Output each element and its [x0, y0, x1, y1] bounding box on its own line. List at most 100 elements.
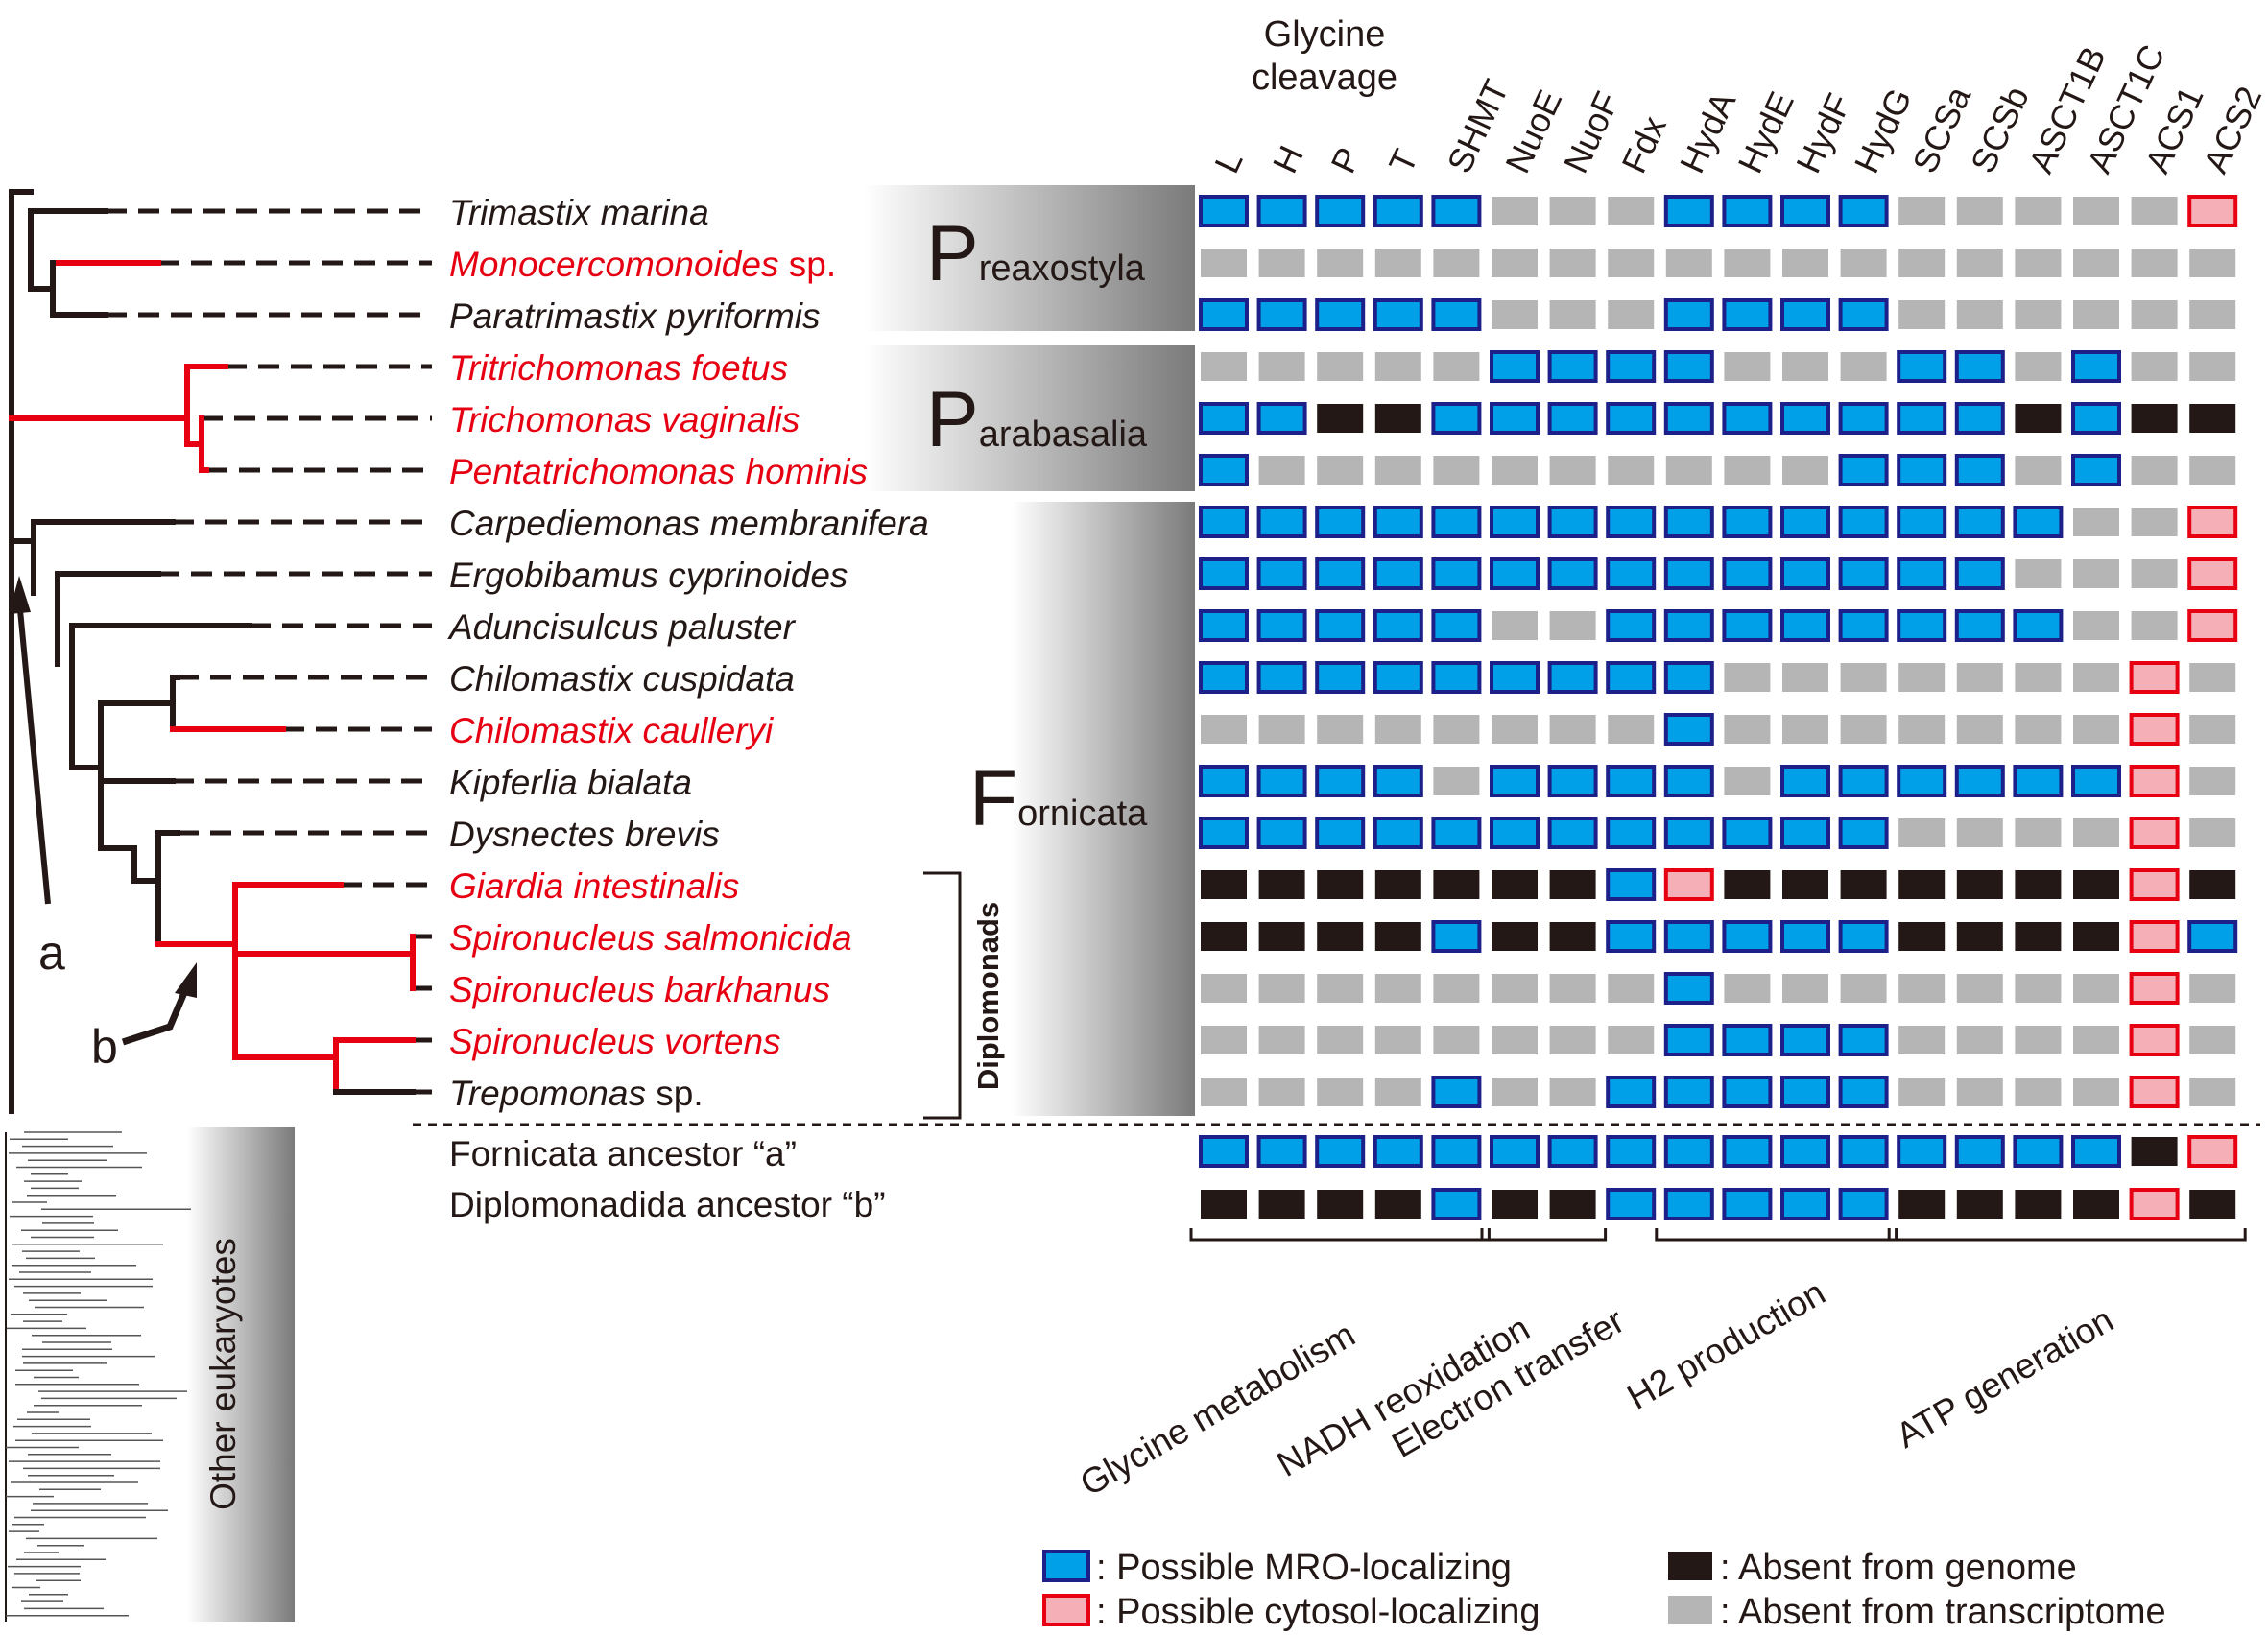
cell-r19-ASCT1C	[2073, 1190, 2119, 1219]
cell-r7-T	[1373, 557, 1423, 590]
cell-r8-ACS1	[2131, 611, 2178, 640]
cell-r14-ACS1	[2129, 920, 2180, 953]
cell-r16-H	[1258, 1026, 1305, 1054]
cell-r1-H	[1258, 249, 1305, 277]
cell-r18-HydF	[1780, 1135, 1830, 1168]
cell-r0-HydF	[1780, 195, 1830, 227]
cell-r17-Fdx	[1606, 1076, 1657, 1108]
cell-r16-HydG	[1838, 1024, 1889, 1056]
cell-r7-HydG	[1838, 557, 1889, 590]
cell-r12-P	[1315, 817, 1366, 849]
cell-r17-L	[1201, 1078, 1247, 1106]
cell-r1-T	[1374, 249, 1421, 277]
cell-r15-ASCT1C	[2073, 974, 2119, 1003]
cell-r12-HydA	[1663, 817, 1714, 849]
cell-r12-SCSa	[1898, 818, 1946, 847]
cell-r1-ASCT1B	[2015, 249, 2062, 277]
cell-r10-ACS1	[2129, 713, 2180, 746]
cell-r16-ASCT1B	[2015, 1026, 2062, 1054]
cell-r11-ASCT1C	[2071, 765, 2121, 797]
clade-preaxostyla: Preaxostyla	[926, 210, 1146, 297]
taxon-label: Trichomonas vaginalis	[449, 400, 800, 439]
cell-r11-L	[1199, 765, 1249, 797]
cell-r4-ASCT1B	[2015, 404, 2062, 433]
cell-r7-ASCT1B	[2015, 559, 2062, 588]
cell-r18-ACS2	[2187, 1135, 2238, 1168]
cell-r18-T	[1373, 1135, 1423, 1168]
cell-r3-ACS1	[2131, 352, 2178, 381]
cell-r6-HydG	[1838, 506, 1889, 538]
cell-r18-NuoE	[1490, 1135, 1540, 1168]
cell-r10-SCSa	[1898, 715, 1946, 744]
cell-r13-HydF	[1782, 870, 1828, 899]
cell-r0-SCSb	[1956, 197, 2003, 225]
cell-r11-NuoF	[1547, 765, 1598, 797]
cell-r2-SCSa	[1898, 300, 1946, 329]
cell-r17-HydF	[1780, 1076, 1830, 1108]
cell-r9-NuoF	[1547, 661, 1598, 694]
cell-r0-P	[1315, 195, 1366, 227]
gene-label-l: L	[1206, 145, 1251, 178]
cell-r8-Fdx	[1606, 609, 1657, 642]
cell-r11-H	[1256, 765, 1307, 797]
gene-label-p: P	[1323, 141, 1368, 178]
cell-r9-HydE	[1724, 663, 1771, 692]
cell-r18-SHMT	[1431, 1135, 1482, 1168]
cell-r14-SCSb	[1956, 922, 2003, 951]
category-bracket	[1189, 1228, 1491, 1242]
cell-r19-H	[1258, 1190, 1305, 1219]
cell-r17-HydE	[1722, 1076, 1773, 1108]
cell-r5-ASCT1C	[2071, 454, 2121, 486]
cell-r8-L	[1199, 609, 1249, 642]
cell-r16-NuoE	[1492, 1026, 1538, 1054]
cell-r6-ACS2	[2187, 506, 2238, 538]
cell-r5-H	[1258, 456, 1305, 485]
cell-r3-L	[1201, 352, 1247, 381]
node-b-arrowhead	[175, 962, 197, 998]
cell-r14-ACS2	[2187, 920, 2238, 953]
cell-r12-ASCT1B	[2015, 818, 2062, 847]
cell-r9-ASCT1C	[2073, 663, 2119, 692]
cell-r0-NuoF	[1549, 197, 1596, 225]
cell-r13-H	[1258, 870, 1305, 899]
cell-r13-P	[1317, 870, 1364, 899]
category-label: Glycine metabolism	[1074, 1315, 1362, 1504]
cell-r3-HydF	[1782, 352, 1828, 381]
cell-r12-NuoF	[1547, 817, 1598, 849]
cell-r15-ACS2	[2189, 974, 2236, 1003]
cell-r5-SCSb	[1954, 454, 2005, 486]
cell-r10-H	[1258, 715, 1305, 744]
cell-r9-SCSb	[1956, 663, 2003, 692]
cell-r15-NuoF	[1549, 974, 1596, 1003]
cell-r18-NuoF	[1547, 1135, 1598, 1168]
cell-r14-ASCT1B	[2015, 922, 2062, 951]
cell-r5-Fdx	[1608, 456, 1655, 485]
cell-r17-ASCT1C	[2073, 1078, 2119, 1106]
cell-r8-ASCT1B	[2013, 609, 2064, 642]
cell-r18-Fdx	[1606, 1135, 1657, 1168]
cell-r12-NuoE	[1490, 817, 1540, 849]
cell-r8-HydA	[1663, 609, 1714, 642]
cell-r14-Fdx	[1606, 920, 1657, 953]
cell-r16-HydF	[1780, 1024, 1830, 1056]
cell-r4-HydF	[1780, 402, 1830, 435]
cell-r7-H	[1256, 557, 1307, 590]
cell-r13-ACS1	[2129, 868, 2180, 901]
cell-r2-SHMT	[1431, 298, 1482, 331]
taxon-label: Monocercomonoides sp.	[449, 245, 836, 284]
cell-r10-P	[1317, 715, 1364, 744]
cell-r2-SCSb	[1956, 300, 2003, 329]
legend-cytosol-text: : Possible cytosol-localizing	[1096, 1592, 1540, 1632]
cell-r18-ASCT1B	[2013, 1135, 2064, 1168]
cell-r1-HydA	[1665, 249, 1712, 277]
cell-r6-SHMT	[1431, 506, 1482, 538]
cell-r19-Fdx	[1606, 1188, 1657, 1220]
cell-r17-SCSb	[1956, 1078, 2003, 1106]
cell-r3-HydG	[1840, 352, 1887, 381]
cell-r14-SHMT	[1431, 920, 1482, 953]
cell-r6-P	[1315, 506, 1366, 538]
legend-transcriptome-text: : Absent from transcriptome	[1720, 1592, 2166, 1632]
cell-r19-ACS1	[2129, 1188, 2180, 1220]
